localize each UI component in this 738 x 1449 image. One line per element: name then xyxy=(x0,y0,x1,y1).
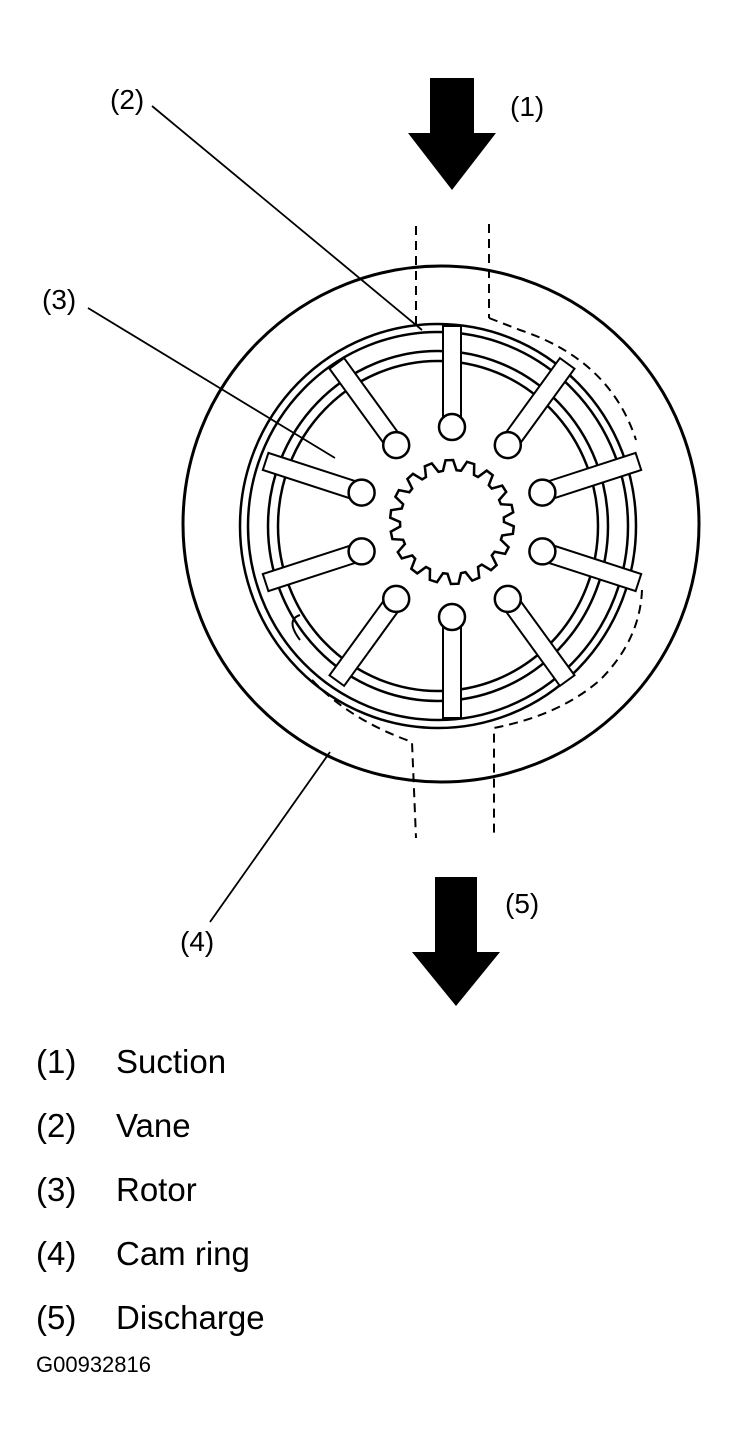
vane-hole xyxy=(528,478,557,507)
legend-number: (4) xyxy=(36,1235,77,1272)
vane-hole xyxy=(437,602,467,632)
callout-cam-ring: (4) xyxy=(180,926,215,957)
legend-label: Cam ring xyxy=(116,1235,250,1272)
rotor-shaft-spline xyxy=(388,458,516,586)
vane xyxy=(442,325,462,428)
cam-ring xyxy=(238,322,638,730)
legend-label: Suction xyxy=(116,1043,227,1080)
vane-hole xyxy=(493,584,523,614)
legend-number: (2) xyxy=(36,1107,77,1144)
vane-pump-drawing xyxy=(87,78,701,1006)
legend-label: Rotor xyxy=(116,1171,197,1208)
vane-hole xyxy=(347,537,376,566)
discharge-arrow xyxy=(412,877,500,1006)
callout-suction: (1) xyxy=(510,91,545,122)
legend-item-discharge: (5) Discharge xyxy=(36,1286,676,1350)
legend: (1) Suction (2) Vane (3) Rotor (4) Cam r… xyxy=(36,1030,676,1350)
callout-vane: (2) xyxy=(110,84,145,115)
callout-discharge: (5) xyxy=(505,888,540,919)
legend-item-cam-ring: (4) Cam ring xyxy=(36,1222,676,1286)
vane-hole xyxy=(347,478,376,507)
legend-number: (5) xyxy=(36,1299,77,1336)
suction-arrow xyxy=(408,78,496,190)
vane-hole xyxy=(437,412,467,442)
vane-hole xyxy=(493,430,523,460)
figure-id: G00932816 xyxy=(36,1352,151,1377)
legend-number: (1) xyxy=(36,1043,77,1080)
vane-hole xyxy=(381,584,411,614)
vane-hole xyxy=(381,430,411,460)
pump-housing xyxy=(181,264,701,784)
legend-item-suction: (1) Suction xyxy=(36,1030,676,1094)
callout-rotor: (3) xyxy=(42,284,77,315)
legend-label: Discharge xyxy=(116,1299,265,1336)
vane xyxy=(442,616,462,719)
legend-label: Vane xyxy=(116,1107,191,1144)
rotor-vanes xyxy=(261,325,643,719)
legend-item-vane: (2) Vane xyxy=(36,1094,676,1158)
vane-pump-diagram: (1) (2) (3) (4) (5) xyxy=(42,78,701,1006)
legend-number: (3) xyxy=(36,1171,77,1208)
vane-hole xyxy=(528,537,557,566)
leader-lines xyxy=(87,105,423,923)
legend-item-rotor: (3) Rotor xyxy=(36,1158,676,1222)
